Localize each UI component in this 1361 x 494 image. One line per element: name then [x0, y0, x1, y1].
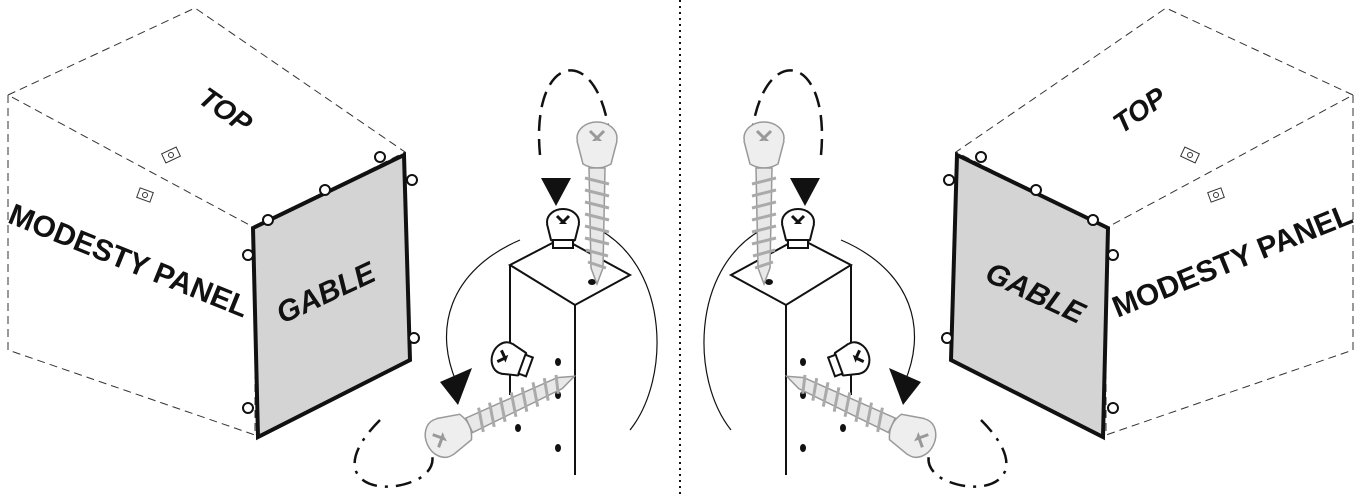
left-post [507, 236, 633, 475]
left-gable-panel [250, 151, 413, 441]
right-assembly: TOP MODESTY PANEL GABLE [941, 7, 1357, 441]
left-cam-bolt-side [485, 337, 537, 384]
left-detail [353, 69, 658, 488]
left-arrow-down [541, 178, 571, 206]
left-assembly: TOP MODESTY PANEL GABLE [4, 7, 420, 441]
left-arrow-diagonal [440, 368, 472, 405]
right-top-label: TOP [1107, 81, 1172, 139]
left-connector-icons [136, 146, 182, 203]
left-rotation-arc-top [537, 69, 612, 156]
left-rotation-arc-bottom [353, 419, 434, 488]
left-modesty-panel-label: MODESTY PANEL [4, 198, 253, 324]
left-cam-holes [242, 151, 420, 414]
right-box-outline [941, 7, 1355, 441]
left-cam-bolt-top [545, 207, 581, 250]
right-modesty-panel-label: MODESTY PANEL [1108, 198, 1357, 324]
left-box-outline [6, 7, 406, 436]
right-detail [703, 69, 1008, 488]
left-top-label: TOP [193, 81, 258, 139]
